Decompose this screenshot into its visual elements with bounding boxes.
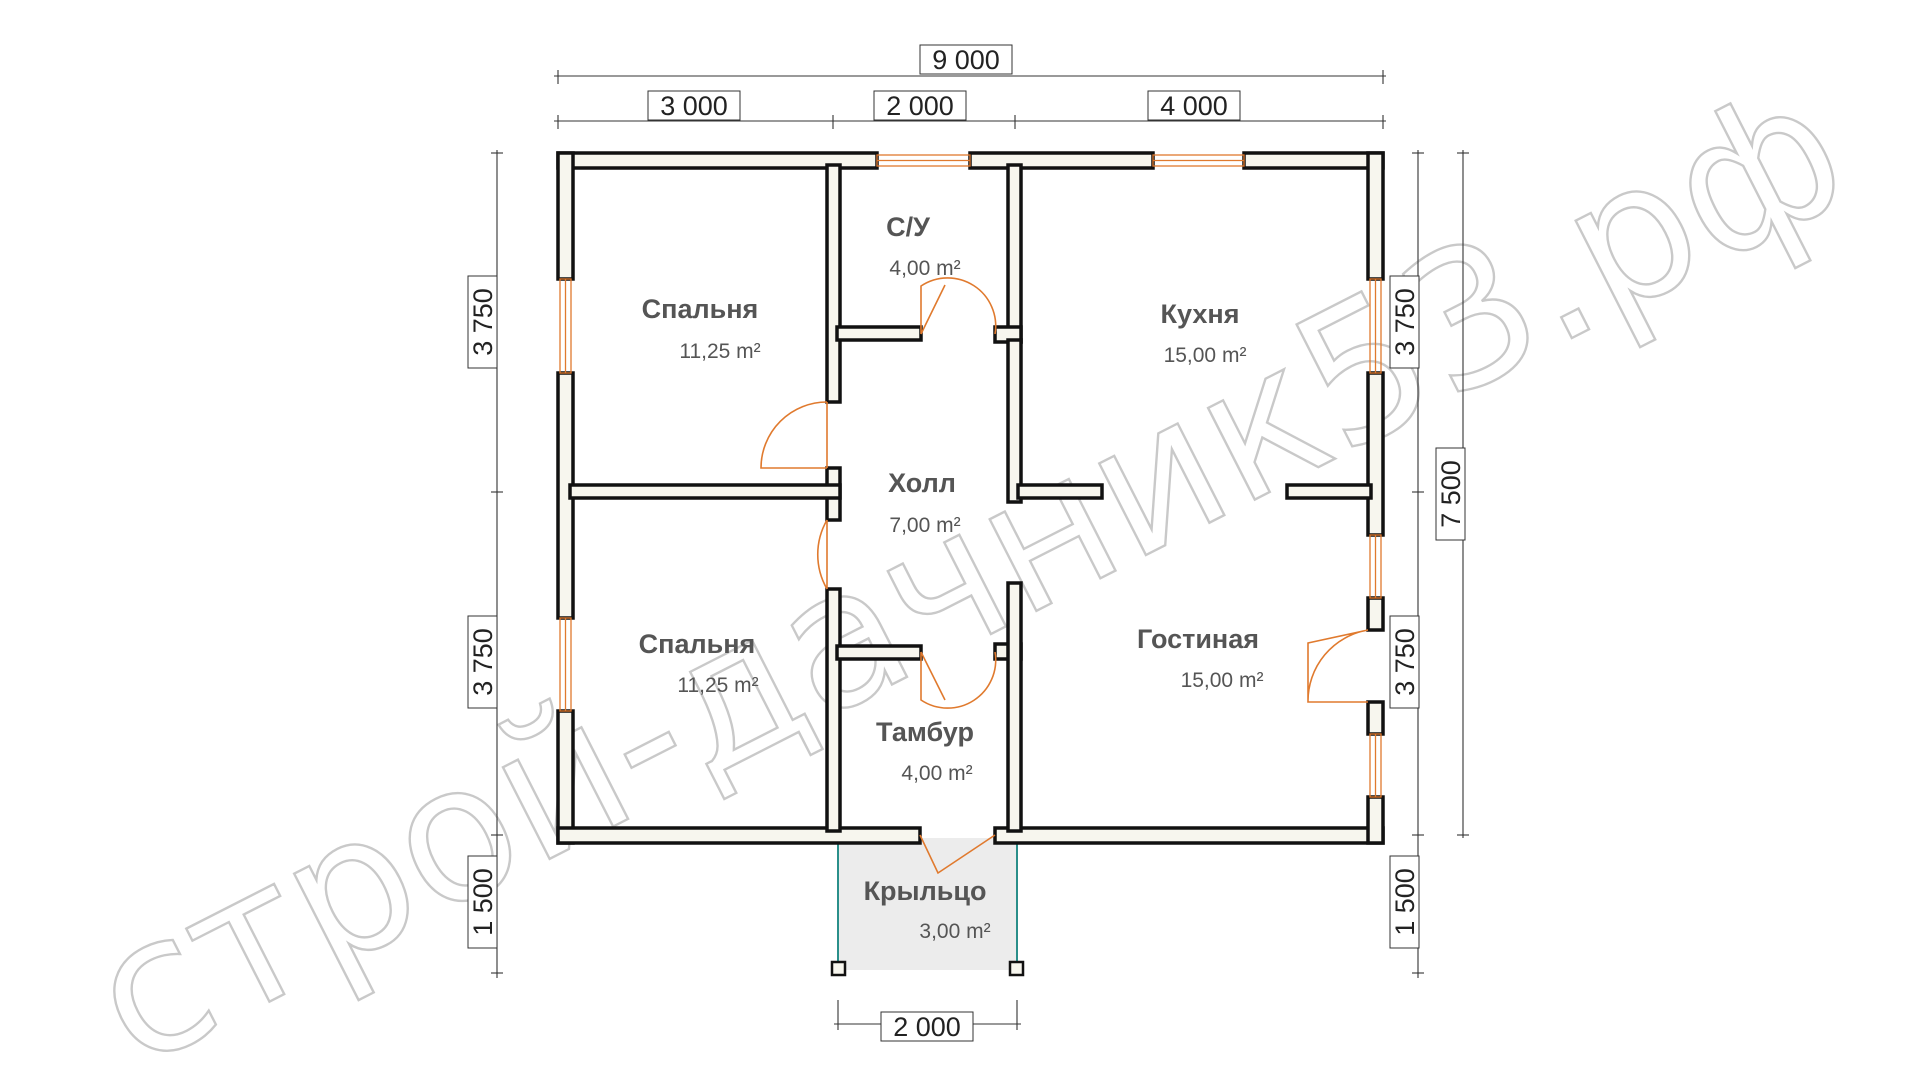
window-kitchen-top — [1152, 154, 1245, 167]
wall-hall-living-lower — [1006, 581, 1023, 833]
room-bedroom-1-name: Спальня — [642, 294, 759, 324]
room-labels: Спальня 11,25 m² С/У 4,00 m² Кухня 15,00… — [639, 212, 1264, 943]
outer-wall-right-1 — [1366, 151, 1385, 281]
dim-right-total-label: 7 500 — [1436, 460, 1466, 528]
dim-segment-2-label: 2 000 — [886, 91, 954, 121]
wall-bedroom-hall-lower — [825, 587, 842, 833]
outer-wall-top-right — [1242, 151, 1385, 170]
dim-left-upper: 3 750 — [467, 275, 498, 369]
dim-segment-1-label: 3 000 — [660, 91, 728, 121]
wall-hall-kitchen-mid — [1006, 338, 1023, 504]
dim-left-porch-label: 1 500 — [468, 868, 498, 936]
door-bedroom-1 — [760, 401, 828, 469]
dim-right-lower-label: 3 750 — [1390, 628, 1420, 696]
room-hall-name: Холл — [888, 468, 956, 498]
porch-post-left — [830, 960, 847, 977]
dimension-labels: 9 000 3 000 2 000 4 000 2 000 3 750 3 75… — [467, 44, 1466, 1042]
dim-right-total: 7 500 — [1435, 447, 1466, 541]
wall-hall-kitchen-upper — [1006, 163, 1023, 344]
outer-wall-left-1 — [556, 151, 575, 281]
room-bedroom-1-area: 11,25 m² — [679, 340, 760, 363]
window-living-right-1 — [1369, 534, 1382, 599]
dim-segment-1: 3 000 — [647, 90, 741, 121]
room-living-name: Гостиная — [1137, 624, 1259, 654]
dim-left-porch: 1 500 — [467, 855, 498, 949]
dim-right-porch-label: 1 500 — [1390, 868, 1420, 936]
dim-total-width: 9 000 — [919, 44, 1013, 75]
door-bathroom — [920, 277, 997, 335]
room-kitchen-area: 15,00 m² — [1164, 344, 1247, 367]
outer-wall-left-3 — [556, 709, 575, 845]
dim-left-lower-label: 3 750 — [468, 628, 498, 696]
wall-vestibule-top — [835, 644, 923, 661]
door-entrance — [919, 834, 996, 875]
window-kitchen-right — [1369, 278, 1382, 374]
wall-bathroom-bottom — [835, 325, 923, 342]
room-bathroom-area: 4,00 m² — [889, 257, 960, 280]
outer-wall-bottom-left — [556, 826, 922, 845]
wall-kitchen-partition-right — [1285, 483, 1373, 500]
dim-right-porch: 1 500 — [1389, 855, 1420, 949]
outer-wall-right-3 — [1366, 596, 1385, 632]
dim-segment-3: 4 000 — [1147, 90, 1241, 121]
room-hall-area: 7,00 m² — [889, 514, 960, 537]
window-living-right-2 — [1369, 733, 1382, 798]
dim-right-upper: 3 750 — [1389, 275, 1420, 369]
dim-segment-2: 2 000 — [873, 90, 967, 121]
outer-wall-right-5 — [1366, 795, 1385, 845]
dim-total-width-label: 9 000 — [932, 45, 1000, 75]
room-porch-area: 3,00 m² — [919, 920, 990, 943]
wall-bedrooms-divider — [568, 483, 842, 500]
dim-right-upper-label: 3 750 — [1390, 288, 1420, 356]
dim-porch-width: 2 000 — [880, 1011, 974, 1042]
porch — [830, 838, 1025, 977]
room-bathroom-name: С/У — [886, 212, 931, 242]
door-living-terrace — [1307, 629, 1369, 703]
dim-porch-width-label: 2 000 — [893, 1012, 961, 1042]
dim-left-lower: 3 750 — [467, 615, 498, 709]
dim-segment-3-label: 4 000 — [1160, 91, 1228, 121]
room-porch-name: Крыльцо — [864, 876, 987, 906]
room-vestibule-area: 4,00 m² — [901, 762, 972, 785]
outer-wall-top-middle — [968, 151, 1155, 170]
dim-left-upper-label: 3 750 — [468, 288, 498, 356]
porch-floor — [838, 838, 1017, 970]
room-bedroom-2-area: 11,25 m² — [677, 674, 758, 697]
window-bedroom-2 — [559, 617, 572, 712]
room-living-area: 15,00 m² — [1181, 669, 1264, 692]
room-vestibule-name: Тамбур — [876, 717, 974, 747]
room-kitchen-name: Кухня — [1161, 299, 1240, 329]
porch-post-right — [1008, 960, 1025, 977]
wall-bedroom-hall-upper — [825, 163, 842, 404]
room-bedroom-2-name: Спальня — [639, 629, 756, 659]
outer-wall-bottom-right — [993, 826, 1385, 845]
window-bathroom — [876, 154, 971, 167]
window-bedroom-1 — [559, 278, 572, 374]
door-bedroom-2 — [817, 519, 828, 590]
dim-right-lower: 3 750 — [1389, 615, 1420, 709]
outer-wall-right-2 — [1366, 371, 1385, 537]
windows — [559, 154, 1382, 798]
outer-wall-right-4 — [1366, 700, 1385, 736]
wall-kitchen-partition-left — [1016, 483, 1104, 500]
door-vestibule — [920, 651, 997, 709]
doors — [760, 277, 1369, 875]
